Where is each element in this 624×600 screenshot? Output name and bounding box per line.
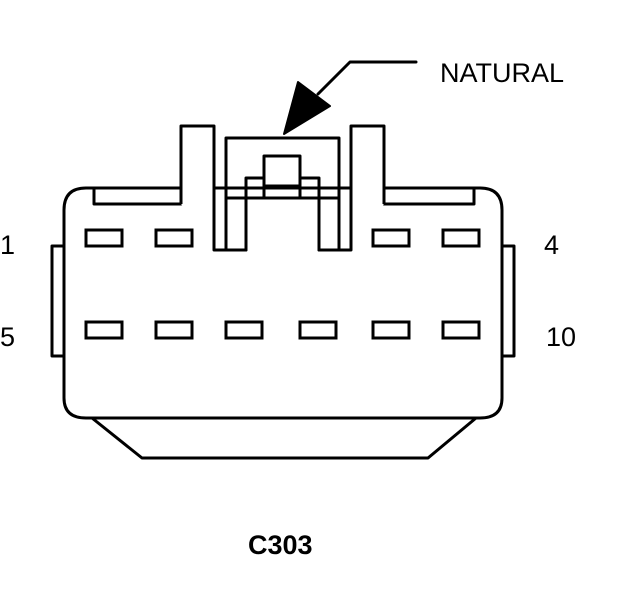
connector-name: C303: [248, 530, 313, 560]
pin-label-top-right: 4: [544, 230, 559, 260]
connector-body: [62, 186, 504, 420]
pin-1: [84, 228, 124, 248]
latch-button: [262, 154, 302, 188]
pin-8: [298, 320, 338, 340]
left-side-tab: [50, 244, 66, 358]
pin-label-bottom-right: 10: [546, 322, 576, 352]
callout-label: NATURAL: [440, 58, 564, 88]
pin-9: [371, 320, 411, 340]
pin-4: [441, 228, 481, 248]
pin-2: [154, 228, 194, 248]
callout-leader-line: [316, 60, 418, 96]
pin-7: [224, 320, 264, 340]
pin-6: [154, 320, 194, 340]
pin-10: [441, 320, 481, 340]
pin-label-top-left: 1: [0, 230, 15, 260]
callout-arrow-icon: [283, 81, 331, 135]
pin-3: [371, 228, 411, 248]
right-side-tab: [500, 244, 516, 358]
latch-housing: [224, 136, 341, 252]
right-guide-post: [339, 124, 386, 252]
latch-step: [244, 176, 321, 200]
pin-label-bottom-left: 5: [0, 322, 15, 352]
connector-bottom-skirt: [90, 416, 478, 460]
pin-5: [84, 320, 124, 340]
left-guide-post: [179, 124, 226, 252]
